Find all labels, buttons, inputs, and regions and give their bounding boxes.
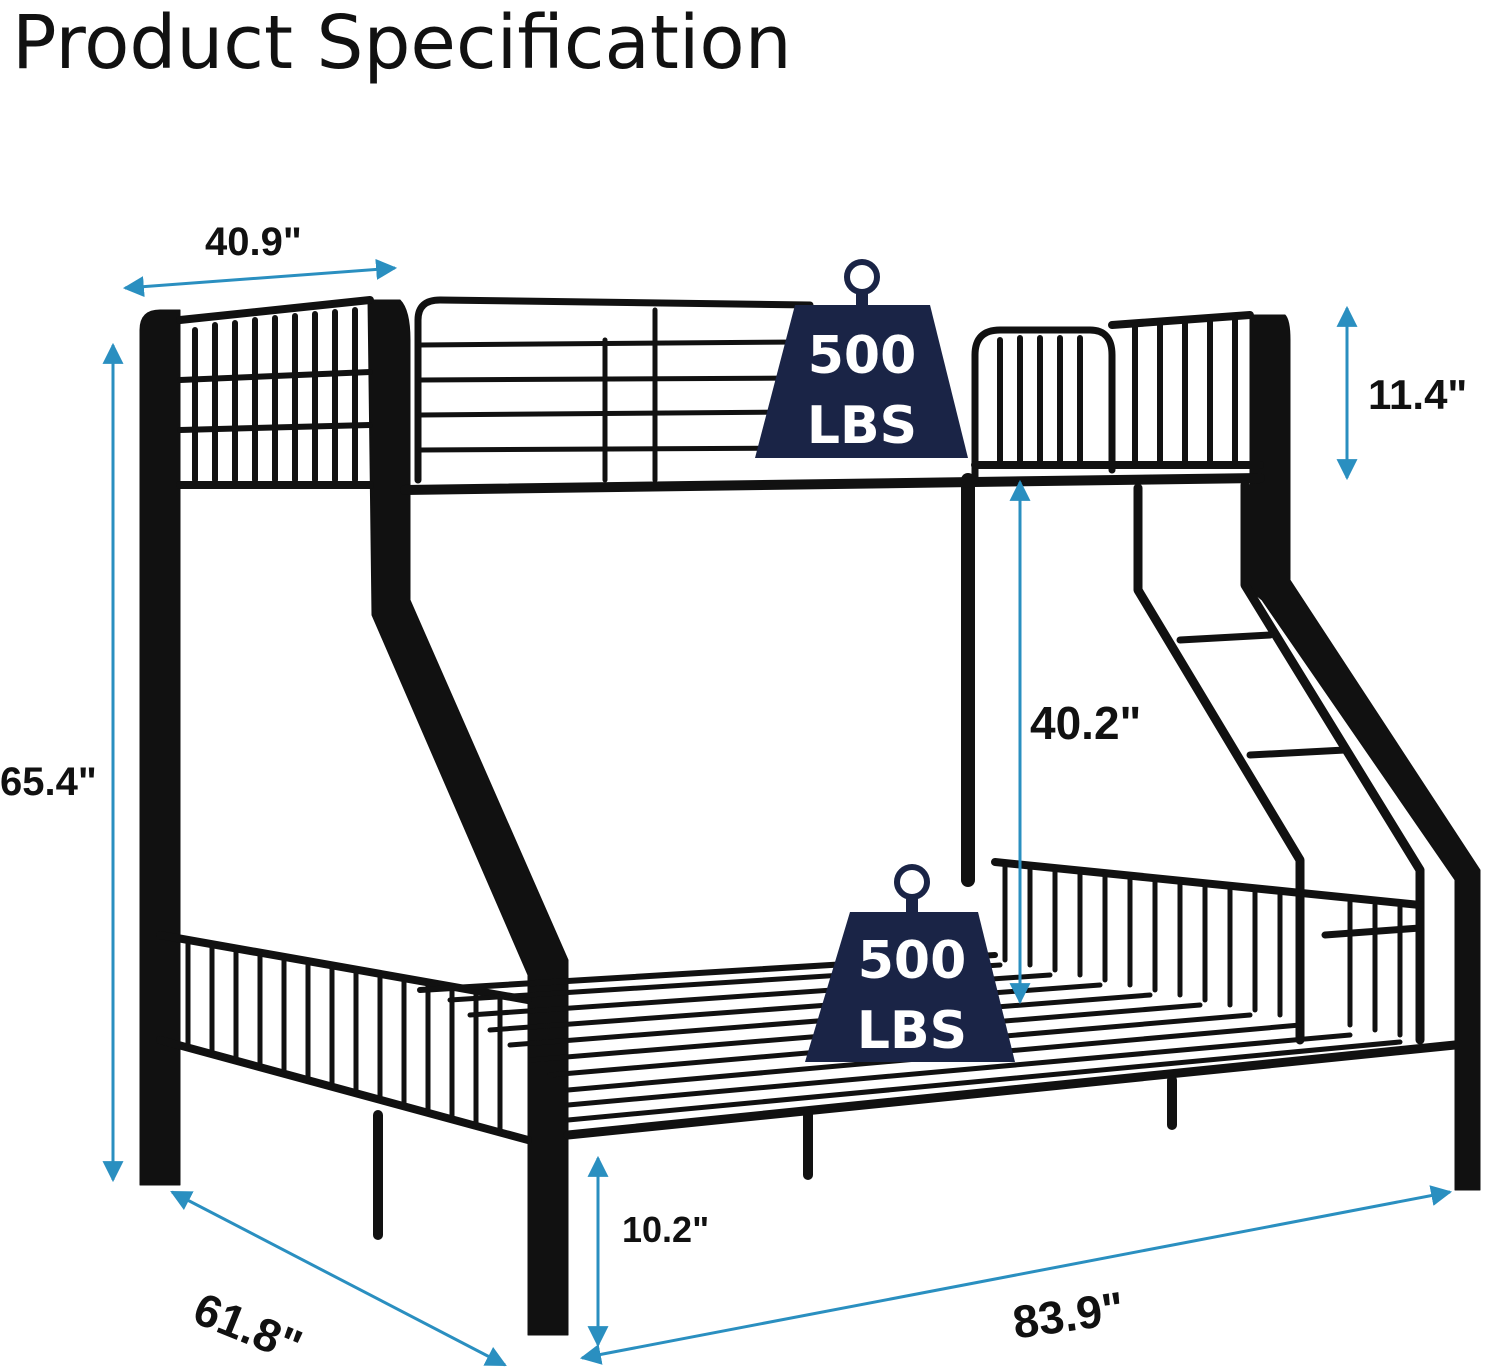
weight-badge-bottom: [805, 864, 1015, 1062]
weight-badge-top: [755, 259, 968, 458]
bunk-clearance-label: 40.2": [1030, 697, 1142, 749]
guardrail-height-label: 11.4": [1368, 371, 1468, 418]
dimension-arrows: [102, 258, 1453, 1367]
page-title: Product Specification: [12, 0, 792, 86]
bed-length-arrow: [579, 1185, 1453, 1365]
headboard-width-label: 40.9": [205, 220, 302, 264]
under-bed-clearance-label: 10.2": [622, 1209, 710, 1250]
weight-top-value: 500: [807, 326, 917, 386]
left-front-post: [139, 309, 181, 1186]
width-arrow-top: [122, 258, 398, 298]
weight-bottom-value: 500: [857, 931, 967, 991]
weight-top-unit: LBS: [806, 396, 918, 456]
total-height-label: 65.4": [0, 760, 97, 804]
left-slant-post: [367, 299, 569, 1336]
bed-width-arrow: [170, 1190, 507, 1367]
weight-bottom-unit: LBS: [856, 1001, 968, 1061]
right-slant-post: [1249, 314, 1481, 1191]
